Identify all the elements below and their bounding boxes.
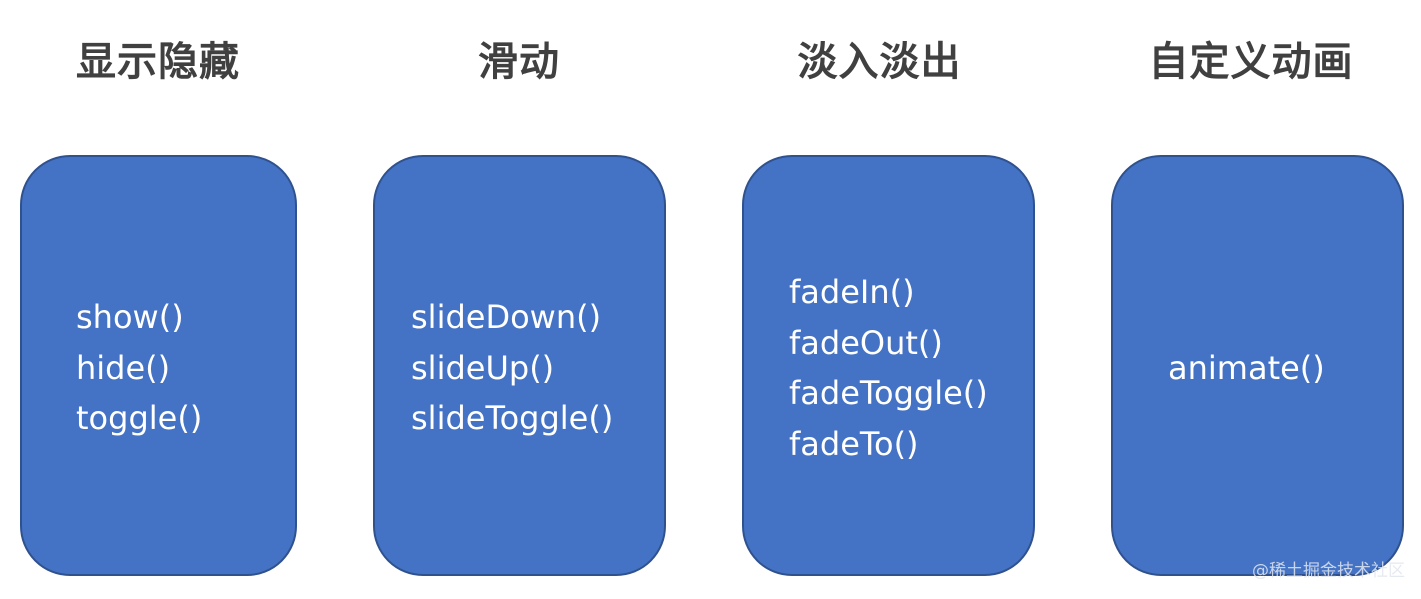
method-item: fadeTo() — [789, 424, 919, 463]
method-list-fade: fadeIn() fadeOut() fadeToggle() fadeTo() — [789, 267, 988, 469]
method-item: fadeOut() — [789, 323, 943, 362]
method-item: animate() — [1168, 349, 1325, 387]
method-item: slideDown() — [411, 298, 602, 336]
title-custom-animation: 自定义动画 — [1148, 39, 1354, 85]
method-item: slideToggle() — [411, 399, 614, 437]
method-item: show() — [76, 298, 184, 336]
card-slide — [373, 155, 666, 576]
watermark: @稀土掘金技术社区 — [1252, 561, 1405, 581]
method-item: fadeIn() — [789, 273, 915, 311]
title-show-hide: 显示隐藏 — [76, 39, 240, 85]
method-list-slide: slideDown() slideUp() slideToggle() — [411, 292, 613, 444]
method-item: toggle() — [76, 399, 203, 437]
title-fade: 淡入淡出 — [797, 39, 962, 85]
card-custom-animation — [1111, 155, 1404, 576]
method-list-show-hide: show() hide() toggle() — [76, 292, 202, 444]
title-slide: 滑动 — [478, 39, 560, 85]
method-list-custom-animation: animate() — [1168, 343, 1325, 394]
method-item: fadeToggle() — [789, 374, 988, 412]
card-fade — [742, 155, 1035, 576]
card-show-hide — [20, 155, 297, 576]
method-item: hide() — [76, 348, 171, 387]
method-item: slideUp() — [411, 348, 555, 387]
